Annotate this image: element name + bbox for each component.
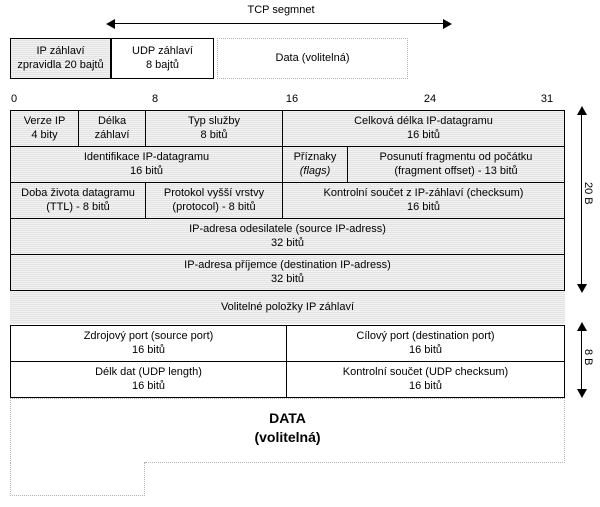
field-fragment-offset-line1: Posunutí fragmentu od počátku bbox=[379, 151, 533, 164]
field-header-length: Délka záhlaví bbox=[78, 110, 146, 147]
field-udp-checksum-line2: 16 bitů bbox=[408, 379, 443, 392]
field-udp-checksum: Kontrolní součet (UDP checksum) 16 bitů bbox=[286, 361, 565, 398]
field-ip-options: Volitelné položky IP záhlaví bbox=[10, 291, 565, 324]
field-version-line2: 4 bity bbox=[31, 128, 58, 141]
field-version: Verze IP 4 bity bbox=[10, 110, 79, 147]
encap-data: Data (volitelná) bbox=[217, 38, 408, 79]
field-source-port: Zdrojový port (source port) 16 bitů bbox=[10, 325, 287, 362]
payload-line1: DATA bbox=[269, 410, 306, 427]
tcp-segment-arrow-label: TCP segmnet bbox=[247, 4, 315, 16]
bit-ruler-tick-0: 0 bbox=[10, 93, 18, 105]
udp-header-size-bracket-label: 8 B bbox=[582, 349, 594, 366]
field-identification-line1: Identifikace IP-datagramu bbox=[83, 151, 210, 164]
field-fragment-offset: Posunutí fragmentu od počátku (fragment … bbox=[347, 146, 565, 183]
field-source-ip-address-line2: 32 bitů bbox=[270, 236, 305, 249]
field-version-line1: Verze IP bbox=[23, 115, 66, 128]
encap-udp-header-line1: UDP záhlaví bbox=[132, 45, 193, 58]
field-type-of-service-line1: Typ služby bbox=[188, 115, 240, 128]
field-destination-ip-address-line1: IP-adresa příjemce (destination IP-adres… bbox=[184, 259, 391, 272]
ip-header-size-bracket-label: 20 B bbox=[582, 182, 594, 205]
field-total-length-line2: 16 bitů bbox=[406, 128, 441, 141]
field-flags: Příznaky (flags) bbox=[282, 146, 348, 183]
field-ttl-line1: Doba života datagramu bbox=[21, 187, 135, 200]
field-udp-length-line1: Délk dat (UDP length) bbox=[95, 366, 202, 379]
bit-ruler-tick-31: 31 bbox=[540, 93, 554, 105]
encap-udp-header: UDP záhlaví 8 bajtů bbox=[111, 38, 214, 79]
encap-data-line1: Data (volitelná) bbox=[275, 51, 350, 64]
field-fragment-offset-line2: (fragment offset) - 13 bitů bbox=[394, 164, 518, 177]
field-flags-line2: (flags) bbox=[299, 164, 331, 177]
field-source-port-line2: 16 bitů bbox=[131, 343, 166, 356]
bit-ruler-tick-16: 16 bbox=[285, 93, 299, 105]
field-type-of-service-line2: 8 bitů bbox=[200, 128, 228, 141]
encap-ip-header: IP záhlaví zpravidla 20 bajtů bbox=[10, 38, 111, 79]
field-destination-port: Cílový port (destination port) 16 bitů bbox=[286, 325, 565, 362]
field-header-checksum-line2: 16 bitů bbox=[406, 200, 441, 213]
encap-ip-header-line2: zpravidla 20 bajtů bbox=[17, 58, 104, 71]
field-source-port-line1: Zdrojový port (source port) bbox=[83, 330, 214, 343]
field-udp-length-line2: 16 bitů bbox=[131, 379, 166, 392]
field-identification: Identifikace IP-datagramu 16 bitů bbox=[10, 146, 283, 183]
encap-ip-header-line1: IP záhlaví bbox=[36, 45, 85, 58]
field-total-length-line1: Celková délka IP-datagramu bbox=[354, 115, 493, 128]
field-source-ip-address-line1: IP-adresa odesilatele (source IP-adress) bbox=[189, 223, 386, 236]
field-udp-checksum-line1: Kontrolní součet (UDP checksum) bbox=[342, 366, 509, 379]
field-destination-port-line1: Cílový port (destination port) bbox=[356, 330, 495, 343]
field-protocol: Protokol vyšší vrstvy (protocol) - 8 bit… bbox=[145, 182, 283, 219]
payload-label: DATA (volitelná) bbox=[10, 404, 565, 452]
field-udp-length: Délk dat (UDP length) 16 bitů bbox=[10, 361, 287, 398]
field-type-of-service: Typ služby 8 bitů bbox=[145, 110, 283, 147]
bit-ruler-tick-8: 8 bbox=[151, 93, 159, 105]
field-header-checksum: Kontrolní součet z IP-záhlaví (checksum)… bbox=[282, 182, 565, 219]
encap-udp-header-line2: 8 bajtů bbox=[145, 58, 180, 71]
field-protocol-line1: Protokol vyšší vrstvy bbox=[163, 187, 265, 200]
field-total-length: Celková délka IP-datagramu 16 bitů bbox=[282, 110, 565, 147]
field-ttl-line2: (TTL) - 8 bitů bbox=[46, 200, 110, 213]
field-header-length-line1: Délka bbox=[97, 115, 127, 128]
field-destination-ip-address-line2: 32 bitů bbox=[270, 272, 305, 285]
field-header-checksum-line1: Kontrolní součet z IP-záhlaví (checksum) bbox=[323, 187, 524, 200]
field-source-ip-address: IP-adresa odesilatele (source IP-adress)… bbox=[10, 218, 565, 255]
field-header-length-line2: záhlaví bbox=[94, 128, 130, 141]
field-ip-options-line1: Volitelné položky IP záhlaví bbox=[220, 300, 355, 313]
field-flags-line1: Příznaky bbox=[293, 151, 337, 164]
field-destination-ip-address: IP-adresa příjemce (destination IP-adres… bbox=[10, 254, 565, 291]
field-identification-line2: 16 bitů bbox=[129, 164, 164, 177]
bit-ruler-tick-24: 24 bbox=[423, 93, 437, 105]
payload-line2: (volitelná) bbox=[254, 429, 321, 445]
field-ttl: Doba života datagramu (TTL) - 8 bitů bbox=[10, 182, 146, 219]
field-protocol-line2: (protocol) - 8 bitů bbox=[172, 200, 256, 213]
field-destination-port-line2: 16 bitů bbox=[408, 343, 443, 356]
